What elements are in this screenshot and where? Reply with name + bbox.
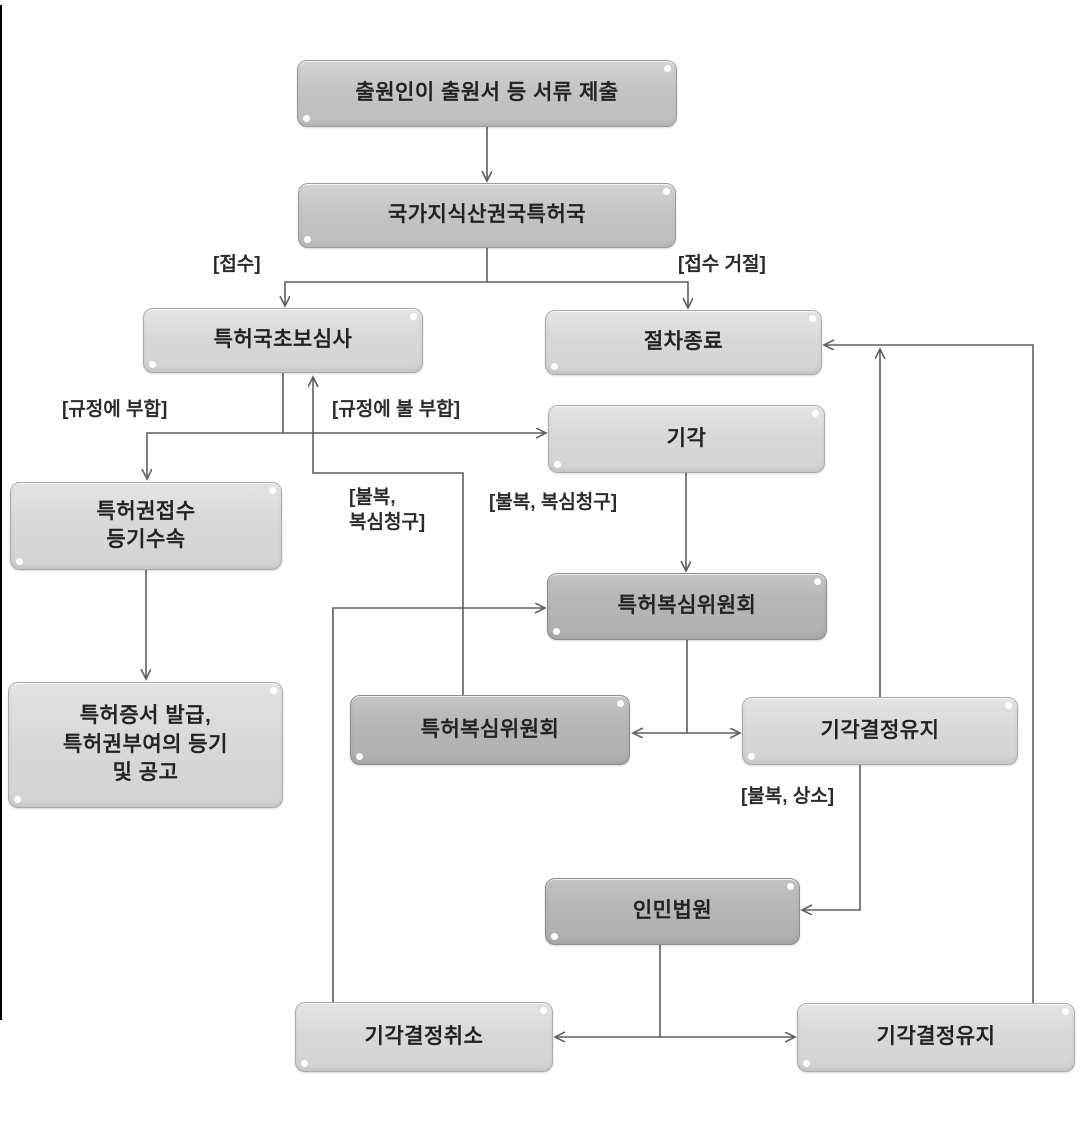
edge-label-accept: [접수]: [213, 254, 261, 275]
edge-label-appeal-reexam-right: [불복, 복심청구]: [489, 492, 618, 513]
node-procedure-end: 절차종료: [545, 310, 822, 375]
edge-board2-to-prelim: [313, 377, 464, 695]
edge-label-conforms-rules: [규정에 부합]: [62, 399, 168, 420]
edge-sipo-to-prelim: [285, 248, 488, 306]
node-peoples-court: 인민법원: [545, 878, 800, 945]
edge-court-to-cancel: [555, 945, 661, 1037]
edge-label-appeal-to-court: [불복, 상소]: [741, 786, 835, 807]
node-reexamination-board-left: 특허복심위원회: [350, 695, 630, 765]
node-patent-registration: 특허권접수 등기수속: [10, 482, 282, 570]
node-preliminary-examination: 특허국초보심사: [143, 308, 423, 373]
node-maintain-rejection-lower: 기각결정유지: [797, 1003, 1075, 1072]
edge-label-not-conform-rules: [규정에 불 부합]: [332, 399, 461, 420]
edge-prelim-to-register: [147, 373, 284, 479]
edge-maintain2-to-end: [824, 345, 1034, 1003]
node-rejection: 기각: [548, 405, 825, 473]
edge-label-appeal-reexam-left: [불복, 복심청구]: [349, 487, 426, 533]
edge-maintain1-to-court: [802, 765, 861, 910]
left-border-line: [0, 5, 2, 1020]
node-applicant-submission: 출원인이 출원서 등 서류 제출: [297, 60, 677, 127]
edge-sipo-to-end: [487, 281, 688, 308]
node-reexamination-board-upper: 특허복심위원회: [547, 573, 827, 640]
edge-cancel-to-board1: [332, 608, 545, 1002]
node-sipo-patent-office: 국가지식산권국특허국: [298, 183, 676, 248]
node-cancel-rejection: 기각결정취소: [295, 1002, 553, 1072]
node-certificate-issuance: 특허증서 발급, 특허권부여의 등기 및 공고: [8, 682, 283, 808]
node-maintain-rejection-upper: 기각결정유지: [742, 697, 1018, 765]
edge-label-accept-refused: [접수 거절]: [678, 254, 766, 275]
edge-board1-to-board2: [633, 640, 688, 733]
